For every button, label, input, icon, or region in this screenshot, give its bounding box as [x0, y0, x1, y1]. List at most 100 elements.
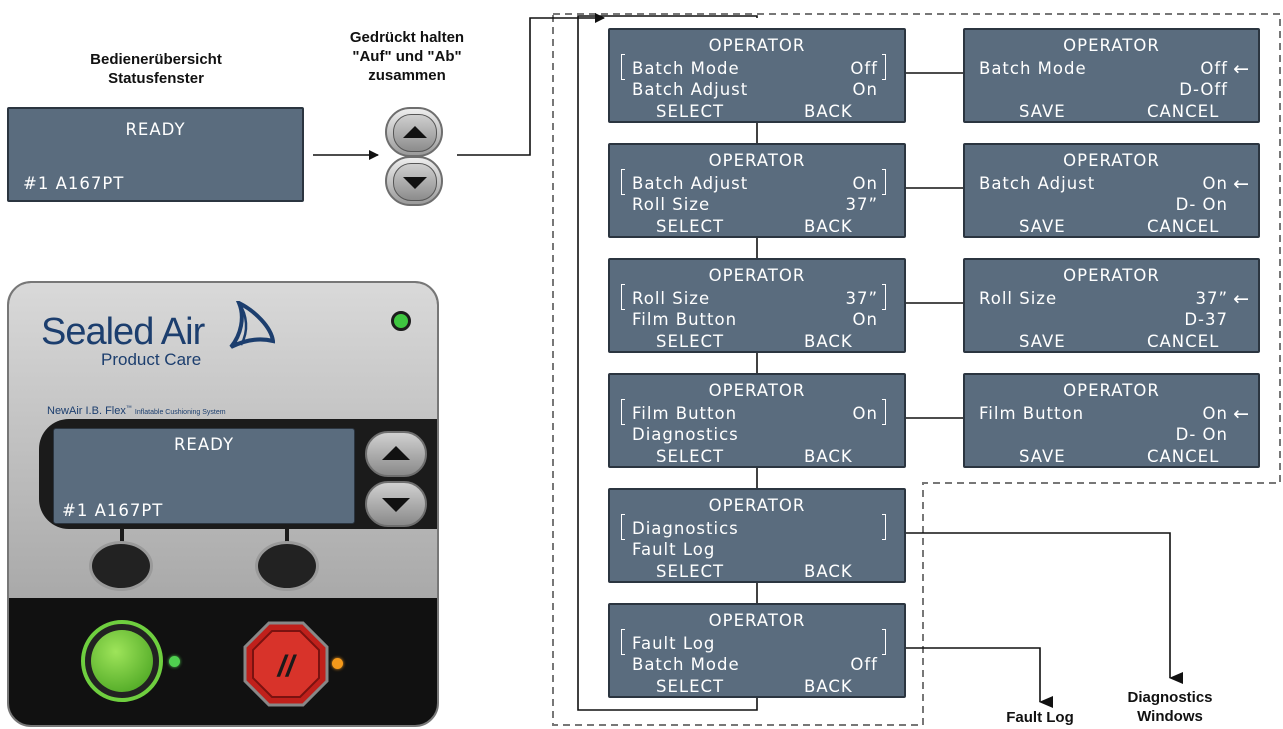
- selection-bracket-right: [882, 629, 886, 655]
- status-line3: #1 A167PT: [23, 175, 124, 193]
- diagnostics-windows-caption: Diagnostics Windows: [1100, 688, 1240, 726]
- select-softkey-label: SELECT: [656, 333, 724, 351]
- arrow-left-icon: ←: [1233, 405, 1250, 423]
- up-button[interactable]: [385, 107, 443, 157]
- fault-log-caption: Fault Log: [980, 708, 1100, 727]
- hold-caption-line1: Gedrückt halten: [322, 28, 492, 47]
- status-window-lcd: READY #1 A167PT: [7, 107, 304, 202]
- save-softkey-label: SAVE: [1019, 333, 1066, 351]
- edit-default: D- On: [1176, 196, 1228, 214]
- selection-bracket-left: [621, 629, 625, 655]
- edit-item: Film Button: [979, 405, 1084, 423]
- brand-logo-text: Sealed Air: [41, 311, 204, 354]
- edit-value: Off: [1200, 60, 1228, 78]
- edit-title: OPERATOR: [965, 152, 1258, 170]
- menu-item2: Batch Mode: [632, 656, 740, 674]
- menu-item1: Film Button: [632, 405, 737, 423]
- menu-screen-fault-log: OPERATOR Fault Log Batch Mode Off SELECT…: [608, 603, 906, 698]
- model-subtitle: Inflatable Cushioning System: [135, 409, 226, 416]
- device-down-button[interactable]: [365, 481, 427, 527]
- menu-value2: 37”: [845, 196, 878, 214]
- selection-bracket-right: [882, 54, 886, 80]
- back-softkey-label: BACK: [804, 563, 853, 581]
- edit-title: OPERATOR: [965, 382, 1258, 400]
- model-label: NewAir I.B. Flex™ Inflatable Cushioning …: [47, 405, 226, 417]
- selection-bracket-left: [621, 284, 625, 310]
- softkey-left-button[interactable]: [89, 541, 153, 591]
- triangle-up-icon: [394, 115, 436, 151]
- hold-caption-line3: zusammen: [322, 66, 492, 85]
- diagnostics-caption-line2: Windows: [1100, 707, 1240, 726]
- device-lcd-line1: READY: [54, 435, 354, 454]
- menu-screen-diagnostics: OPERATOR Diagnostics Fault Log SELECT BA…: [608, 488, 906, 583]
- edit-title: OPERATOR: [965, 37, 1258, 55]
- start-led: [169, 656, 180, 667]
- hold-caption: Gedrückt halten "Auf" und "Ab" zusammen: [322, 28, 492, 85]
- softkey-right-button[interactable]: [255, 541, 319, 591]
- selection-bracket-left: [621, 54, 625, 80]
- back-softkey-label: BACK: [804, 103, 853, 121]
- selection-bracket-left: [621, 399, 625, 425]
- selection-bracket-right: [882, 284, 886, 310]
- device-lcd: READY #1 A167PT: [53, 428, 355, 524]
- start-button[interactable]: [81, 620, 163, 702]
- edit-item: Roll Size: [979, 290, 1057, 308]
- menu-screen-batch-mode: OPERATOR Batch Mode Off Batch Adjust On …: [608, 28, 906, 123]
- menu-title: OPERATOR: [610, 382, 904, 400]
- save-softkey-label: SAVE: [1019, 218, 1066, 236]
- edit-screen-batch-adjust: OPERATOR Batch Adjust On ← D- On SAVE CA…: [963, 143, 1260, 238]
- model-name: NewAir I.B. Flex: [47, 405, 126, 417]
- menu-value1: On: [853, 175, 878, 193]
- back-softkey-label: BACK: [804, 218, 853, 236]
- back-softkey-label: BACK: [804, 448, 853, 466]
- menu-title: OPERATOR: [610, 497, 904, 515]
- save-softkey-label: SAVE: [1019, 448, 1066, 466]
- edit-default: D-37: [1184, 311, 1228, 329]
- menu-value1: Off: [850, 60, 878, 78]
- select-softkey-label: SELECT: [656, 563, 724, 581]
- cancel-softkey-label: CANCEL: [1147, 218, 1219, 236]
- selection-bracket-left: [621, 514, 625, 540]
- brand-subtitle: Product Care: [101, 350, 201, 370]
- cancel-softkey-label: CANCEL: [1147, 103, 1219, 121]
- edit-value: On: [1203, 405, 1228, 423]
- device-up-button[interactable]: [365, 431, 427, 477]
- select-softkey-label: SELECT: [656, 448, 724, 466]
- menu-item1: Fault Log: [632, 635, 715, 653]
- select-softkey-label: SELECT: [656, 678, 724, 696]
- selection-bracket-right: [882, 399, 886, 425]
- menu-title: OPERATOR: [610, 612, 904, 630]
- selection-bracket-left: [621, 169, 625, 195]
- menu-item1: Diagnostics: [632, 520, 739, 538]
- triangle-up-icon: [367, 433, 425, 475]
- menu-value2: On: [853, 311, 878, 329]
- menu-value2: On: [853, 81, 878, 99]
- select-softkey-label: SELECT: [656, 103, 724, 121]
- menu-item2: Batch Adjust: [632, 81, 748, 99]
- back-softkey-label: BACK: [804, 678, 853, 696]
- triangle-down-icon: [394, 164, 436, 200]
- cancel-softkey-label: CANCEL: [1147, 448, 1219, 466]
- status-line1: READY: [9, 121, 302, 139]
- selection-bracket-right: [882, 514, 886, 540]
- down-button[interactable]: [385, 156, 443, 206]
- selection-bracket-right: [882, 169, 886, 195]
- edit-screen-roll-size: OPERATOR Roll Size 37” ← D-37 SAVE CANCE…: [963, 258, 1260, 353]
- power-led: [391, 311, 411, 331]
- menu-screen-roll-size: OPERATOR Roll Size 37” Film Button On SE…: [608, 258, 906, 353]
- edit-title: OPERATOR: [965, 267, 1258, 285]
- menu-title: OPERATOR: [610, 37, 904, 55]
- edit-screen-film-button: OPERATOR Film Button On ← D- On SAVE CAN…: [963, 373, 1260, 468]
- menu-item2: Diagnostics: [632, 426, 739, 444]
- menu-item2: Fault Log: [632, 541, 715, 559]
- edit-screen-batch-mode: OPERATOR Batch Mode Off ← D-Off SAVE CAN…: [963, 28, 1260, 123]
- triangle-down-icon: [367, 483, 425, 525]
- edit-value: 37”: [1195, 290, 1228, 308]
- stop-symbol: //: [276, 650, 297, 683]
- menu-title: OPERATOR: [610, 152, 904, 170]
- stop-led: [332, 658, 343, 669]
- stop-button[interactable]: //: [243, 621, 329, 707]
- model-trademark: ™: [126, 405, 132, 411]
- menu-title: OPERATOR: [610, 267, 904, 285]
- cancel-softkey-label: CANCEL: [1147, 333, 1219, 351]
